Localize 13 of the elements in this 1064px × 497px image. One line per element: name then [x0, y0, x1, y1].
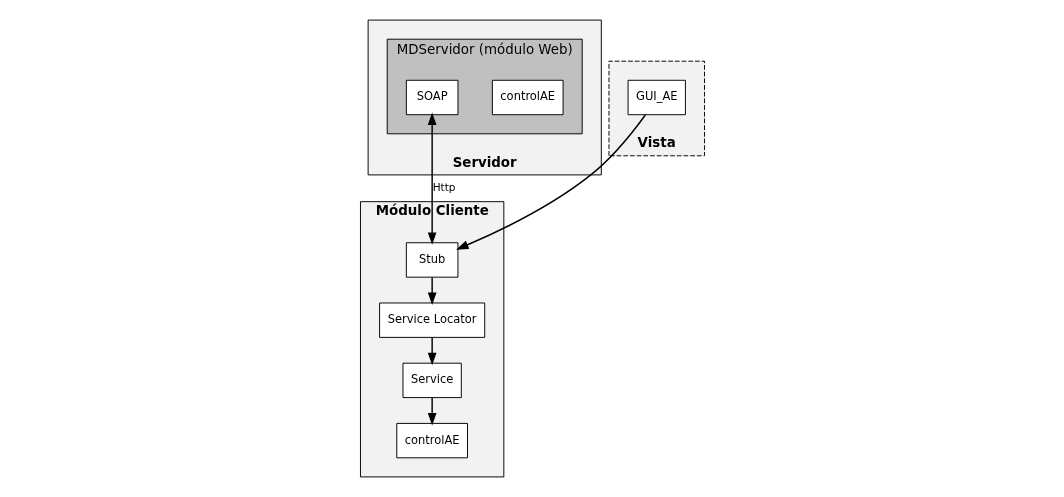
arrow [427, 336, 436, 366]
node-box: GUI_AE [627, 79, 686, 116]
arrow [455, 114, 646, 250]
arrow [427, 276, 436, 305]
node-box: SOAP [405, 79, 458, 116]
node-box: controlAE [491, 79, 564, 116]
node-box: controlAE [395, 422, 468, 459]
arrow [427, 112, 436, 245]
arrow [427, 397, 436, 426]
node-box: Service Locator [378, 302, 485, 338]
node-box: Stub [405, 242, 458, 278]
node-box: Service [402, 362, 462, 399]
edge-label: Http [432, 180, 455, 193]
